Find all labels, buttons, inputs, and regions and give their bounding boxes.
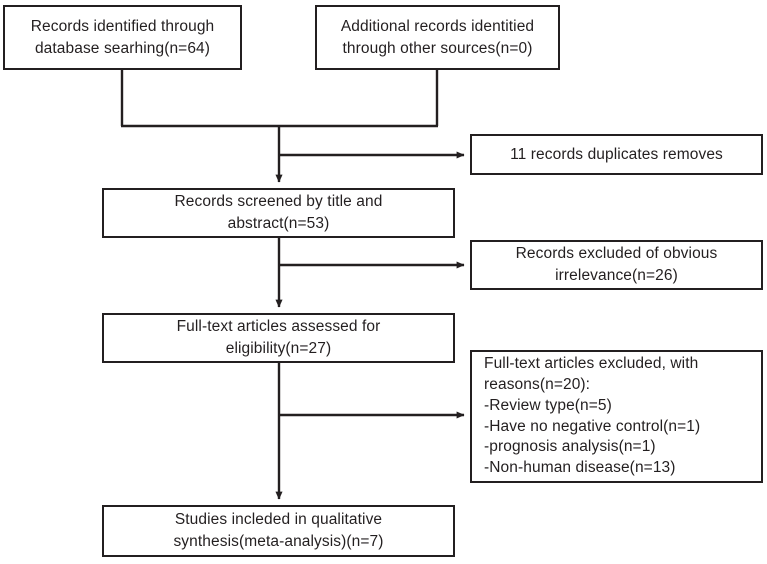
node-label: Studies incleded in qualitative synthesi… (173, 511, 384, 550)
node-fulltext-assessed-eligibility: Full-text articles assessed for eligibil… (102, 313, 455, 363)
node-records-screened: Records screened by title and abstract(n… (102, 188, 455, 238)
node-duplicates-removed: 11 records duplicates removes (470, 134, 763, 175)
connector-identification-bracket (120, 70, 439, 128)
connector-branches (279, 151, 465, 419)
node-records-excluded-irrelevance: Records excluded of obvious irrelevance(… (470, 240, 763, 290)
node-label: 11 records duplicates removes (510, 145, 723, 163)
node-label: Additional records identitied through ot… (340, 17, 535, 57)
node-studies-included-qualitative: Studies incleded in qualitative synthesi… (102, 505, 455, 557)
node-fulltext-excluded-reasons: Full-text articles excluded, with reason… (470, 350, 763, 483)
node-label: Records excluded of obvious irrelevance(… (515, 245, 718, 284)
node-label: Records screened by title and abstract(n… (174, 193, 383, 232)
node-label: Full-text articles excluded, with reason… (484, 354, 701, 477)
node-additional-records-other-sources: Additional records identitied through ot… (315, 5, 560, 70)
node-label: Full-text articles assessed for eligibil… (176, 318, 381, 357)
node-records-identified-database: Records identified through database sear… (3, 5, 242, 70)
node-label: Records identified through database sear… (30, 17, 215, 57)
